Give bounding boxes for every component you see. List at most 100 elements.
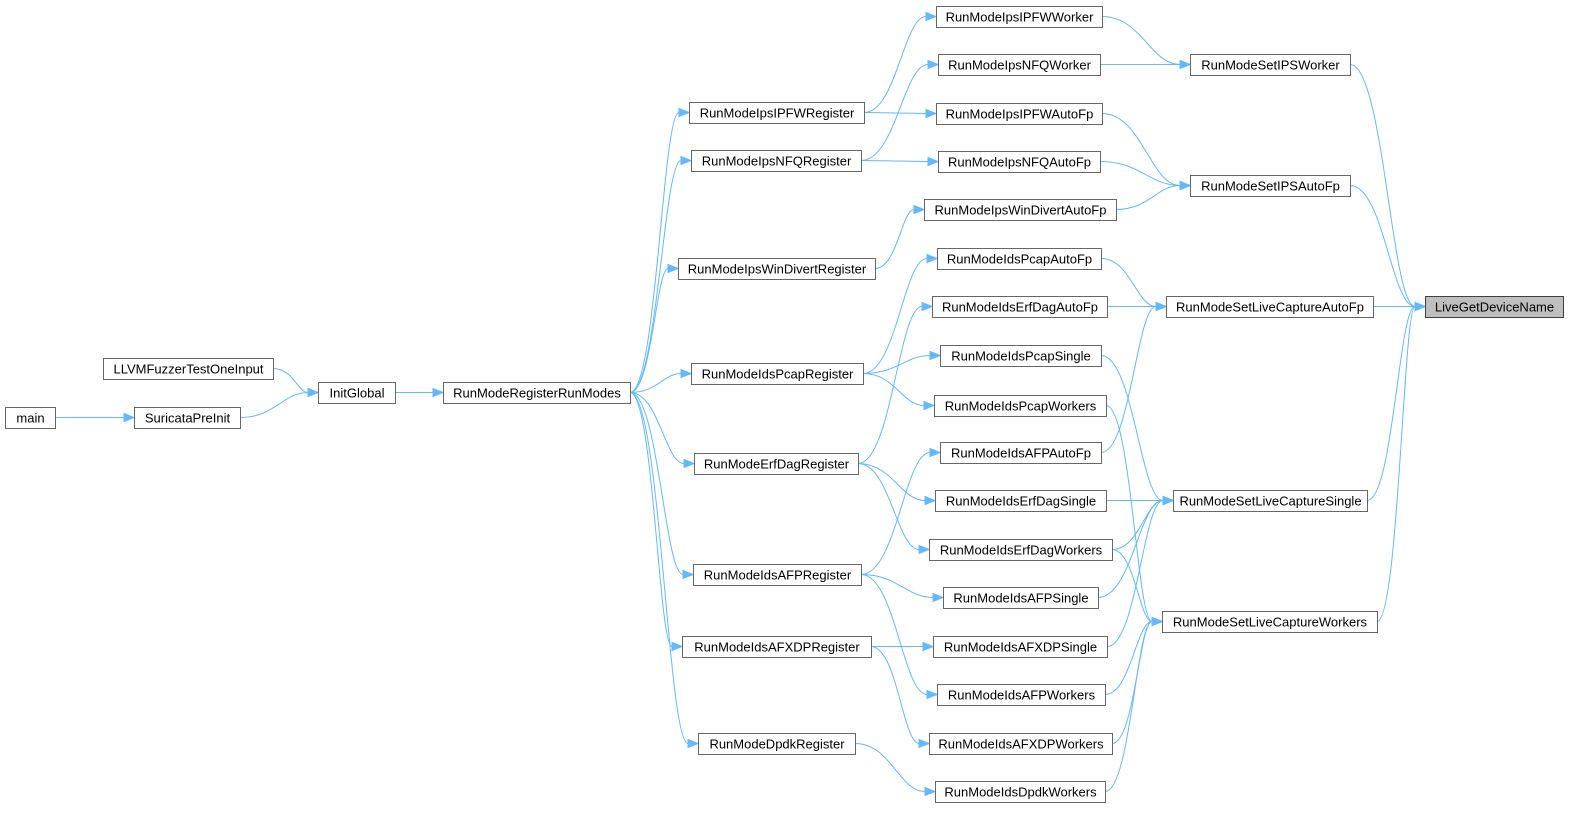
arrowhead-ips_nfq_register-to-ips_nfq_autofp	[927, 156, 940, 167]
call-graph-nodes: main LLVMFuzzerTestOneInputSuricataPreIni…	[5, 6, 1564, 803]
edge-erfdag_register-to-ids_erfdag_workers	[857, 463, 920, 550]
node-set-ips-autofp[interactable]: RunModeSetIPSAutoFp	[1190, 175, 1351, 197]
node-ips-ipfw-autofp[interactable]: RunModeIpsIPFWAutoFp	[936, 103, 1103, 125]
node-label: RunModeSetLiveCaptureAutoFp	[1176, 300, 1364, 315]
arrowhead-main-to-suricata_preinit	[123, 412, 136, 423]
node-ids-erfdag-workers[interactable]: RunModeIdsErfDagWorkers	[929, 539, 1113, 561]
node-ips-windivert-register[interactable]: RunModeIpsWinDivertRegister	[678, 258, 876, 280]
edge-register_run_modes-to-ids_pcap_register	[629, 373, 682, 393]
arrowhead-erfdag_register-to-ids_erfdag_workers	[918, 544, 931, 555]
arrowhead-register_run_modes-to-erfdag_register	[683, 458, 696, 469]
node-label: RunModeIdsAFPAutoFp	[951, 446, 1091, 461]
edge-set_live_single-to-live_get_device_name	[1366, 306, 1416, 501]
node-ids-afp-single[interactable]: RunModeIdsAFPSingle	[943, 587, 1099, 609]
node-ids-afxdp-register[interactable]: RunModeIdsAFXDPRegister	[682, 636, 872, 658]
arrowhead-ips_windivert_autofp-to-set_ips_autofp	[1179, 180, 1192, 191]
arrowhead-ids_pcap_register-to-ids_pcap_autofp	[926, 253, 939, 264]
node-set-live-autofp[interactable]: RunModeSetLiveCaptureAutoFp	[1166, 296, 1374, 318]
node-set-live-single[interactable]: RunModeSetLiveCaptureSingle	[1173, 490, 1368, 512]
edge-ips_nfq_register-to-ips_nfq_autofp	[860, 160, 929, 162]
node-box	[936, 103, 1103, 125]
arrowhead-ids_afp_register-to-ids_afp_autofp	[929, 447, 942, 458]
edge-register_run_modes-to-dpdk_register	[629, 392, 689, 744]
node-label: RunModeIdsPcapWorkers	[945, 399, 1097, 414]
arrowhead-ids_afp_register-to-ids_afp_single	[932, 592, 945, 603]
node-llvm[interactable]: LLVMFuzzerTestOneInput	[103, 358, 274, 380]
edge-ips_nfq_autofp-to-set_ips_autofp	[1099, 161, 1181, 186]
arrowhead-ips_ipfw_register-to-ips_ipfw_autofp	[925, 108, 938, 119]
node-label: main	[16, 411, 44, 426]
node-live-get-device-name[interactable]: LiveGetDeviceName	[1425, 296, 1564, 318]
edge-ips_windivert_autofp-to-set_ips_autofp	[1115, 185, 1181, 210]
node-ips-ipfw-register[interactable]: RunModeIpsIPFWRegister	[689, 102, 865, 124]
node-box	[935, 490, 1107, 512]
node-box	[1173, 490, 1368, 512]
node-main[interactable]: main	[5, 407, 56, 429]
node-dpdk-register[interactable]: RunModeDpdkRegister	[698, 733, 856, 755]
node-box	[924, 199, 1117, 221]
node-ids-dpdk-workers[interactable]: RunModeIdsDpdkWorkers	[935, 781, 1106, 803]
node-box	[694, 453, 859, 475]
node-ids-afxdp-workers[interactable]: RunModeIdsAFXDPWorkers	[929, 733, 1113, 755]
node-label: RunModeIdsErfDagAutoFp	[942, 300, 1098, 315]
node-ips-windivert-autofp[interactable]: RunModeIpsWinDivertAutoFp	[924, 199, 1117, 221]
node-ids-pcap-autofp[interactable]: RunModeIdsPcapAutoFp	[937, 248, 1102, 270]
node-suricata-preinit[interactable]: SuricataPreInit	[134, 407, 241, 429]
node-erfdag-register[interactable]: RunModeErfDagRegister	[694, 453, 859, 475]
node-label: RunModeIdsAFPWorkers	[948, 688, 1096, 703]
edge-ids_pcap_autofp-to-set_live_autofp	[1100, 258, 1157, 307]
node-label: RunModeSetIPSWorker	[1201, 58, 1340, 73]
node-ips-nfq-register[interactable]: RunModeIpsNFQRegister	[691, 150, 862, 172]
node-set-ips-worker[interactable]: RunModeSetIPSWorker	[1190, 54, 1351, 76]
node-label: RunModeIdsErfDagSingle	[946, 494, 1096, 509]
arrowhead-ids_erfdag_workers-to-set_live_single	[1162, 495, 1175, 506]
arrowhead-ids_pcap_register-to-ids_pcap_single	[929, 350, 942, 361]
edge-set_ips_autofp-to-live_get_device_name	[1349, 185, 1416, 307]
node-init-global[interactable]: InitGlobal	[318, 382, 396, 404]
node-box	[134, 407, 241, 429]
edge-ips_windivert_register-to-ips_windivert_autofp	[874, 209, 915, 269]
node-label: RunModeIpsNFQAutoFp	[948, 155, 1091, 170]
arrowhead-register_run_modes-to-ids_afxdp_register	[671, 641, 684, 652]
node-ids-afp-workers[interactable]: RunModeIdsAFPWorkers	[937, 684, 1106, 706]
node-register-run-modes[interactable]: RunModeRegisterRunModes	[443, 382, 631, 404]
node-ids-afp-register[interactable]: RunModeIdsAFPRegister	[693, 564, 862, 586]
arrowhead-ids_afxdp_register-to-ids_afxdp_single	[922, 641, 935, 652]
edge-register_run_modes-to-ips_ipfw_register	[629, 112, 680, 393]
node-ids-erfdag-single[interactable]: RunModeIdsErfDagSingle	[935, 490, 1107, 512]
edge-ids_pcap_register-to-ids_pcap_single	[862, 355, 931, 374]
node-ids-afxdp-single[interactable]: RunModeIdsAFXDPSingle	[933, 636, 1108, 658]
node-ids-erfdag-autofp[interactable]: RunModeIdsErfDagAutoFp	[932, 296, 1108, 318]
node-label: RunModeIpsIPFWRegister	[700, 106, 855, 121]
node-box	[682, 636, 872, 658]
node-ids-pcap-register[interactable]: RunModeIdsPcapRegister	[691, 363, 864, 385]
edge-ips_ipfw_autofp-to-set_ips_autofp	[1101, 113, 1181, 186]
edge-erfdag_register-to-ids_erfdag_autofp	[857, 306, 923, 464]
edge-register_run_modes-to-erfdag_register	[629, 392, 685, 464]
node-label: RunModeIdsErfDagWorkers	[940, 543, 1103, 558]
arrowhead-ids_pcap_register-to-ids_pcap_workers	[923, 400, 936, 411]
node-ids-pcap-single[interactable]: RunModeIdsPcapSingle	[940, 345, 1102, 367]
node-ids-pcap-workers[interactable]: RunModeIdsPcapWorkers	[934, 395, 1107, 417]
node-label: RunModeIpsNFQRegister	[702, 154, 852, 169]
node-label: RunModeErfDagRegister	[704, 457, 850, 472]
arrowhead-ips_ipfw_register-to-ips_ipfw_worker	[925, 11, 938, 22]
node-box	[1425, 296, 1564, 318]
node-ips-ipfw-worker[interactable]: RunModeIpsIPFWWorker	[936, 6, 1103, 28]
node-label: RunModeRegisterRunModes	[453, 386, 621, 401]
node-label: RunModeIdsAFXDPSingle	[944, 640, 1097, 655]
node-box	[693, 564, 862, 586]
node-box	[938, 151, 1101, 173]
node-set-live-workers[interactable]: RunModeSetLiveCaptureWorkers	[1162, 611, 1378, 633]
node-label: RunModeSetIPSAutoFp	[1201, 179, 1340, 194]
edge-ids_pcap_workers-to-set_live_workers	[1105, 405, 1153, 622]
edge-ids_afp_autofp-to-set_live_autofp	[1100, 306, 1157, 453]
node-label: RunModeIpsWinDivertAutoFp	[935, 203, 1107, 218]
node-box	[691, 363, 864, 385]
node-label: RunModeIdsPcapRegister	[702, 367, 854, 382]
node-ids-afp-autofp[interactable]: RunModeIdsAFPAutoFp	[940, 442, 1102, 464]
node-ips-nfq-worker[interactable]: RunModeIpsNFQWorker	[938, 54, 1101, 76]
arrowhead-init_global-to-register_run_modes	[432, 387, 445, 398]
node-ips-nfq-autofp[interactable]: RunModeIpsNFQAutoFp	[938, 151, 1101, 173]
